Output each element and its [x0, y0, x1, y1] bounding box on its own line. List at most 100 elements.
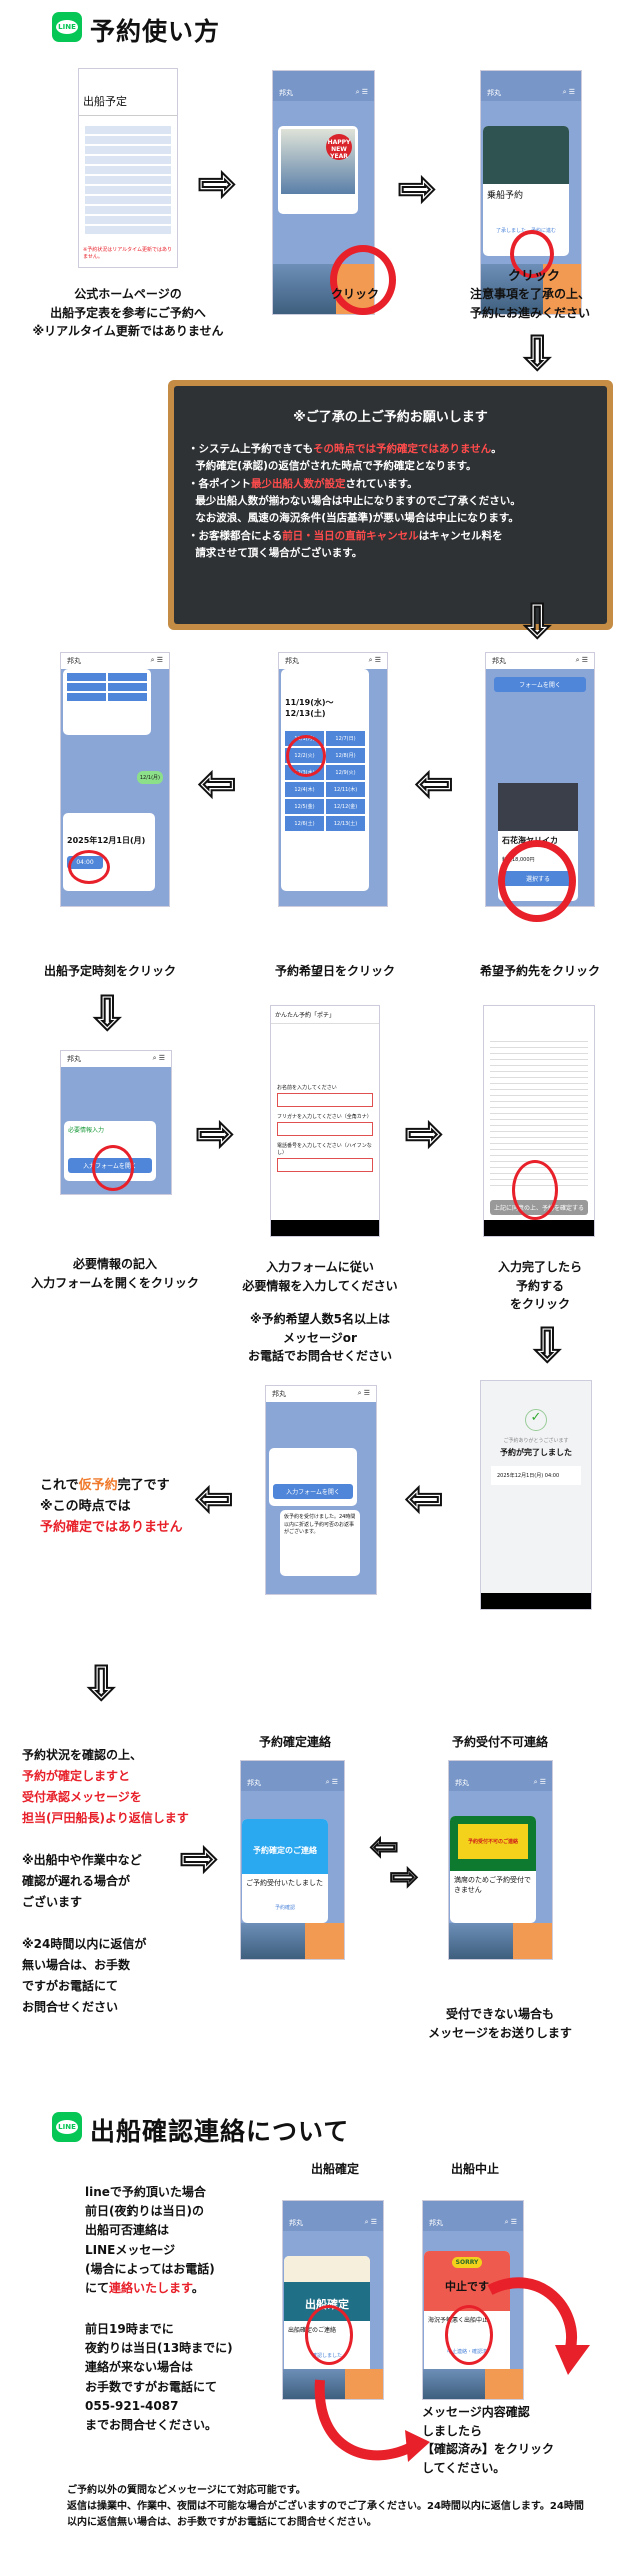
schedule-list [85, 126, 171, 236]
click-circle-icon [305, 2305, 353, 2365]
provisional-chat-screenshot: 邦丸⌕ ☰ 入力フォームを開く 仮予約を受付けました。24時間以内に折返し予約可… [265, 1385, 377, 1595]
line-logo-icon: LINE [52, 2112, 82, 2142]
notice-text: はキャンセル料を [418, 529, 503, 542]
name-field[interactable] [277, 1093, 373, 1107]
reject-message-screenshot: 邦丸⌕ ☰ 予約受付不可のご連絡 満席のためご予約受付できません [448, 1760, 553, 1960]
reservation-confirm-link[interactable]: 予約確認 [274, 1905, 295, 1911]
go-header: 出船確定 [310, 2162, 359, 2176]
row2-date-caption: 予約希望日をクリック [274, 964, 395, 978]
date-button[interactable]: 12/5(金) [285, 799, 324, 814]
chat-name: 邦丸 [429, 2219, 443, 2227]
date-button[interactable]: 12/7(日) [326, 731, 365, 746]
field-label: お名前を入力してください [277, 1085, 337, 1091]
date-button[interactable]: 12/4(木) [285, 782, 324, 797]
text: 完了です [117, 1478, 170, 1493]
text: ※この時点では [40, 1498, 131, 1514]
left-arrow-icon: ⇦ [194, 1471, 235, 1525]
notice-text: ・各ポイント [188, 477, 251, 490]
click-circle-icon [286, 735, 326, 777]
departure-cancelled-screenshot: 邦丸⌕ ☰ SORRY 中止です 海況予報悪く出船中止 中止連絡・確認済 [422, 2200, 524, 2400]
notice-highlight: 最少出船人数が設定 [251, 477, 346, 490]
notice-text: 請求させて頂く場合がございます。 [195, 546, 363, 559]
right-arrow-icon: ⇨ [179, 1831, 220, 1885]
no-contact-instructions: 前日19時までに 夜釣りは当日(13時までに) 連絡が来ない場合は お手数ですが… [85, 2322, 233, 2432]
reservation-complete-screenshot: ✓ ご予約ありがとうございます 予約が完了しました 2025年12月1日(月) … [480, 1380, 592, 1610]
chat-name: 邦丸 [289, 2219, 303, 2227]
open-form-button[interactable]: フォームを開く [494, 677, 586, 692]
not-confirmed-warning: 予約確定ではありません [40, 1519, 183, 1535]
confirm-click-instructions: メッセージ内容確認 しましたら 【確認済み】をクリック してください。 [422, 2405, 555, 2475]
section2-title: 出船確認連絡について [90, 2117, 350, 2146]
date-button[interactable]: 12/12(金) [326, 799, 365, 814]
provisional-message: 仮予約を受付けました。24時間以内に折返し予約可否のお返事がございます。 [280, 1510, 360, 1576]
row2-time-caption: 出船予定時刻をクリック [43, 964, 176, 978]
notice-title: ※ご了承の上ご予約お願いします [293, 410, 488, 425]
submit-form-screenshot: 上記に同意の上、予約を確定する [483, 1005, 595, 1237]
confirm-banner: 予約確定のご連絡 [242, 1819, 328, 1874]
click-circle-icon [512, 1160, 558, 1220]
date-button[interactable]: 12/13(土) [326, 816, 365, 831]
input-form-screenshot: かんたん予約「ポチ」 お名前を入力してください フリガナを入力してください（全角… [270, 1005, 380, 1237]
form-header: かんたん予約「ポチ」 [271, 1006, 379, 1024]
boarding-reservation-title: 乗船予約 [487, 191, 524, 201]
down-arrow-icon: ⇩ [81, 1656, 122, 1710]
date-button[interactable]: 12/6(土) [285, 816, 324, 831]
line-logo-text: LINE [56, 20, 78, 34]
provisional-complete-text: これで仮予約完了です※この時点では予約確定ではありません [40, 1476, 183, 1538]
row3-open-caption: 必要情報の記入 入力フォームを開くをクリック [31, 1257, 199, 1290]
row3-fill-note: ※予約希望人数5名以上は メッセージor お電話でお問合せください [247, 1312, 392, 1364]
contact-highlight: 連絡いたします [109, 2280, 192, 2295]
notice-board: ※ご了承の上ご予約お願いします ・システム上予約できてもその時点では予約確定では… [168, 380, 613, 630]
text: lineで予約頂いた場合 前日(夜釣りは当日)の 出船可否連絡は LINEメッセ… [85, 2185, 215, 2295]
notice-highlight: その時点では予約確定ではありません [312, 443, 492, 455]
notice-text: ・お客様都合による [188, 529, 283, 542]
right-arrow-icon: ⇨ [404, 1106, 445, 1160]
text: ※出船中や作業中など 確認が遅れる場合が ございます [22, 1853, 142, 1909]
reject-banner: 予約受付不可のご連絡 [458, 1824, 528, 1859]
click-circle-icon [498, 840, 576, 922]
phone-field[interactable] [277, 1158, 373, 1172]
down-arrow-icon: ⇩ [517, 326, 558, 380]
reject-message: 満席のためご予約受付できません [454, 1876, 531, 1894]
date-range: 11/19(水)〜12/13(土) [285, 698, 334, 718]
right-arrow-icon: ⇨ [195, 1106, 236, 1160]
kana-field[interactable] [277, 1122, 373, 1136]
chat-name: 邦丸 [67, 1055, 81, 1063]
departure-contact-explanation: lineで予約頂いた場合 前日(夜釣りは当日)の 出船可否連絡は LINEメッセ… [85, 2183, 215, 2298]
date-label: 2025年12月1日(月) [67, 836, 146, 845]
right-arrow-icon: ⇨ [197, 156, 238, 210]
row3-submit-caption: 入力完了したら 予約する をクリック [497, 1260, 582, 1312]
chat-name: 邦丸 [272, 1390, 286, 1398]
date-button[interactable]: 12/9(火) [326, 765, 365, 780]
notice-highlight: 前日・当日の直前キャンセル [282, 529, 419, 542]
click-circle-icon [330, 245, 396, 315]
confirm-message-screenshot: 邦丸⌕ ☰ 予約確定のご連絡 ご予約受付いたしました 予約確認 [240, 1760, 345, 1960]
open-input-form-button[interactable]: 入力フォームを開く [273, 1484, 353, 1499]
notice-text: されています。 [345, 477, 418, 490]
reject-caption: 受付できない場合も メッセージをお送りします [428, 2007, 572, 2040]
red-curved-arrows-icon [314, 2277, 590, 2462]
text: 。 [191, 2280, 204, 2295]
text: ※24時間以内に返信が 無い場合は、お手数 ですがお電話にて お問合せください [22, 1937, 147, 2014]
left-arrow-icon: ⇦ [414, 756, 455, 810]
chat-name: 邦丸 [487, 89, 501, 97]
step1-caption: 公式ホームページの 出船予定表を参考にご予約へ ※リアルタイム更新ではありません [32, 287, 224, 339]
text: 予約状況を確認の上、 [22, 1748, 143, 1762]
line-logo-text: LINE [56, 2120, 78, 2134]
chat-reply: 12/1(月) [136, 771, 163, 784]
field-label: フリガナを入力してください（全角カナ） [277, 1114, 372, 1120]
down-arrow-icon: ⇩ [87, 986, 128, 1040]
right-arrow-icon: ⇨ [397, 161, 438, 215]
click-circle-icon [68, 850, 110, 884]
stop-banner: 中止です [445, 2280, 489, 2293]
left-arrow-icon: ⇦ [197, 756, 238, 810]
schedule-screenshot: 出船予定 ※予約状況はリアルタイム更新ではありません。 [78, 68, 178, 268]
date-button[interactable]: 12/11(木) [326, 782, 365, 797]
date-button[interactable]: 12/8(月) [326, 748, 365, 763]
notice-text: 最少出船人数が揃わない場合は中止になりますのでご了承ください。 [195, 494, 521, 507]
chat-name: 邦丸 [247, 1779, 261, 1787]
provisional-highlight: 仮予約 [78, 1478, 118, 1493]
new-year-banner: HAPPY NEW YEAR [326, 134, 352, 160]
field-label: 電話番号を入力してください（ハイフンなし） [277, 1143, 372, 1156]
departure-confirmed-screenshot: 邦丸⌕ ☰ 出船確定 出船確定のご連絡 確認しました [282, 2200, 384, 2400]
